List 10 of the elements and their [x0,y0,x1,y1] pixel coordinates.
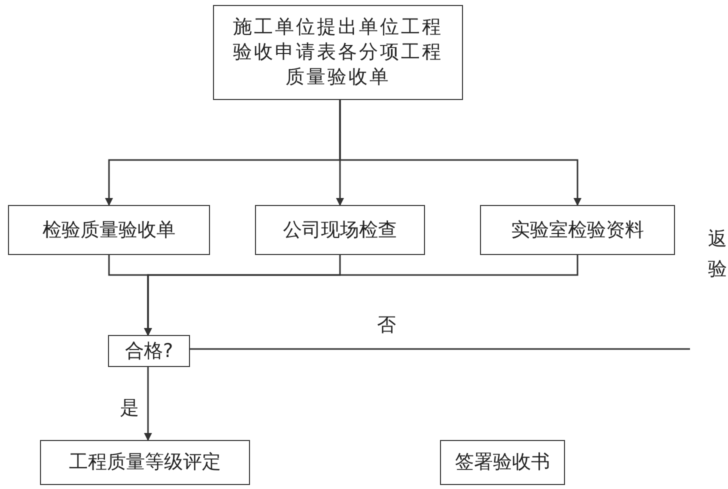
process-box: 签署验收书 [440,440,565,485]
connector-arrow [144,367,152,441]
process-box: 检验质量验收单 [8,205,210,255]
process-box: 工程质量等级评定 [40,440,250,485]
connector-arrow [339,100,582,206]
decision-box: 合格? [108,335,190,367]
request-box: 施工单位提出单位工程验收申请表各分项工程质量验收单 [213,5,463,100]
process-box: 实验室检验资料 [480,205,675,255]
process-box: 公司现场检查 [255,205,425,255]
connector-arrow [144,255,578,336]
